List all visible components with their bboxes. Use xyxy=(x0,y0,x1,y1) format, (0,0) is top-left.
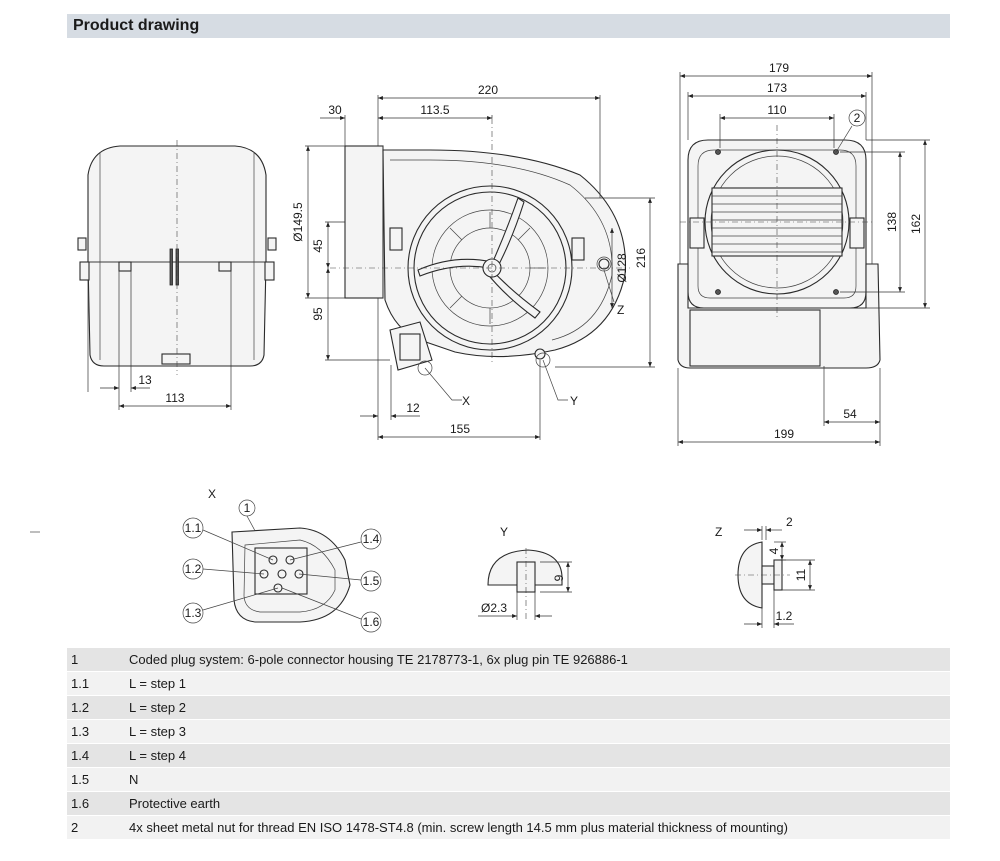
legend-description: Protective earth xyxy=(129,791,950,816)
dim-216: 216 xyxy=(634,248,648,268)
dim-diameter-149-5: Ø149.5 xyxy=(291,202,305,242)
detail-x-label-1-3: 1.3 xyxy=(185,606,202,620)
dim-162: 162 xyxy=(909,214,923,234)
dim-4: 4 xyxy=(767,547,781,554)
legend-number: 1.6 xyxy=(67,791,129,816)
legend-number: 1.3 xyxy=(67,719,129,744)
detail-y-title: Y xyxy=(500,525,508,539)
legend-number: 1.4 xyxy=(67,743,129,768)
dim-110: 110 xyxy=(767,103,786,117)
callout-y: Y xyxy=(570,394,578,408)
dim-113: 113 xyxy=(165,391,184,405)
dim-113-5: 113.5 xyxy=(420,103,449,117)
legend-description: Coded plug system: 6-pole connector hous… xyxy=(129,648,950,672)
dim-11: 11 xyxy=(794,568,808,581)
legend-description: N xyxy=(129,767,950,792)
dim-30: 30 xyxy=(328,103,342,117)
callout-x: X xyxy=(462,394,470,408)
dim-173: 173 xyxy=(767,81,787,95)
dim-199: 199 xyxy=(774,427,794,441)
legend-number: 1 xyxy=(67,648,129,672)
legend-number: 1.5 xyxy=(67,767,129,792)
detail-x-label-1-2: 1.2 xyxy=(185,562,202,576)
front-view: 220 30 113.5 Ø149.5 45 95 216 Ø128 12 15… xyxy=(291,83,655,440)
detail-x-label-1-6: 1.6 xyxy=(363,615,380,629)
dim-12: 12 xyxy=(406,401,420,415)
detail-x-label-1-4: 1.4 xyxy=(363,532,380,546)
detail-y: Y 9 Ø2.3 xyxy=(478,525,572,622)
dim-diameter-128: Ø128 xyxy=(615,253,629,283)
dim-1-2: 1.2 xyxy=(776,609,793,623)
dim-9: 9 xyxy=(552,574,566,581)
callout-z: Z xyxy=(617,303,624,317)
legend-number: 1.2 xyxy=(67,695,129,720)
section-header: Product drawing xyxy=(67,14,950,38)
dim-179: 179 xyxy=(769,61,789,75)
callout-2: 2 xyxy=(854,111,861,125)
dim-2: 2 xyxy=(786,515,793,529)
dim-95: 95 xyxy=(311,307,325,321)
detail-z-title: Z xyxy=(715,525,722,539)
detail-z: Z 2 4 11 1.2 xyxy=(715,515,815,628)
legend-number: 1.1 xyxy=(67,671,129,696)
legend-description: L = step 1 xyxy=(129,671,950,696)
side-view: 13 113 xyxy=(77,140,277,410)
dim-155: 155 xyxy=(450,422,470,436)
dim-13: 13 xyxy=(138,373,152,387)
detail-x-label-1-5: 1.5 xyxy=(363,574,380,588)
section-title: Product drawing xyxy=(73,17,200,34)
legend-number: 2 xyxy=(67,815,129,840)
legend-description: L = step 3 xyxy=(129,719,950,744)
legend-description: 4x sheet metal nut for thread EN ISO 147… xyxy=(129,815,950,840)
dim-45: 45 xyxy=(311,239,325,253)
legend-description: L = step 4 xyxy=(129,743,950,768)
legend-description: L = step 2 xyxy=(129,695,950,720)
dim-220: 220 xyxy=(478,83,498,97)
detail-x-title: X xyxy=(208,487,216,501)
dim-138: 138 xyxy=(885,212,899,232)
detail-x-label-1-1: 1.1 xyxy=(185,521,202,535)
detail-x-callout: 1 xyxy=(244,501,251,515)
dim-54: 54 xyxy=(843,407,857,421)
right-view: 179 173 110 2 138 162 54 199 xyxy=(677,61,930,446)
detail-x: X 1 1.1 1.2 1.3 1.4 1.5 1.6 xyxy=(182,487,382,633)
dim-diameter-2-3: Ø2.3 xyxy=(481,601,507,615)
